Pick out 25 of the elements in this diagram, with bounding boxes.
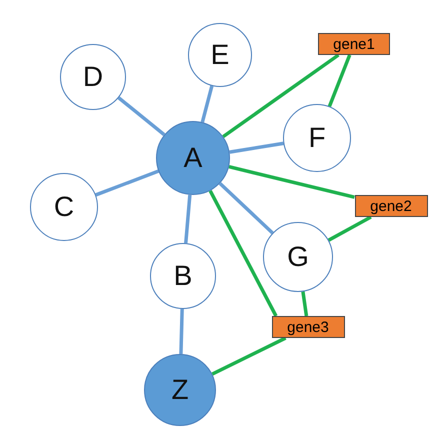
gene-box: gene2 xyxy=(354,195,428,217)
node-circle: Z xyxy=(144,354,216,426)
node-circle: A xyxy=(156,121,230,195)
connector-line xyxy=(301,291,308,316)
connector-line xyxy=(184,194,192,244)
connector-line xyxy=(328,54,352,107)
connector-line xyxy=(228,165,355,199)
gene-box: gene3 xyxy=(272,316,344,338)
node-circle: E xyxy=(188,23,252,87)
connector-line xyxy=(218,182,274,234)
connector-line xyxy=(208,190,278,317)
connector-line xyxy=(212,336,286,376)
node-circle: F xyxy=(283,104,351,172)
connector-line xyxy=(222,54,340,138)
connector-line xyxy=(229,142,284,154)
connector-line xyxy=(95,170,160,197)
node-circle: D xyxy=(60,44,126,110)
connector-line xyxy=(118,96,166,136)
connector-line xyxy=(328,215,372,242)
node-circle: G xyxy=(263,222,333,292)
connector-line xyxy=(179,308,184,354)
gene-box: gene1 xyxy=(318,33,390,55)
connector-line xyxy=(200,86,214,123)
node-circle: C xyxy=(30,173,98,241)
node-circle: B xyxy=(150,243,216,309)
